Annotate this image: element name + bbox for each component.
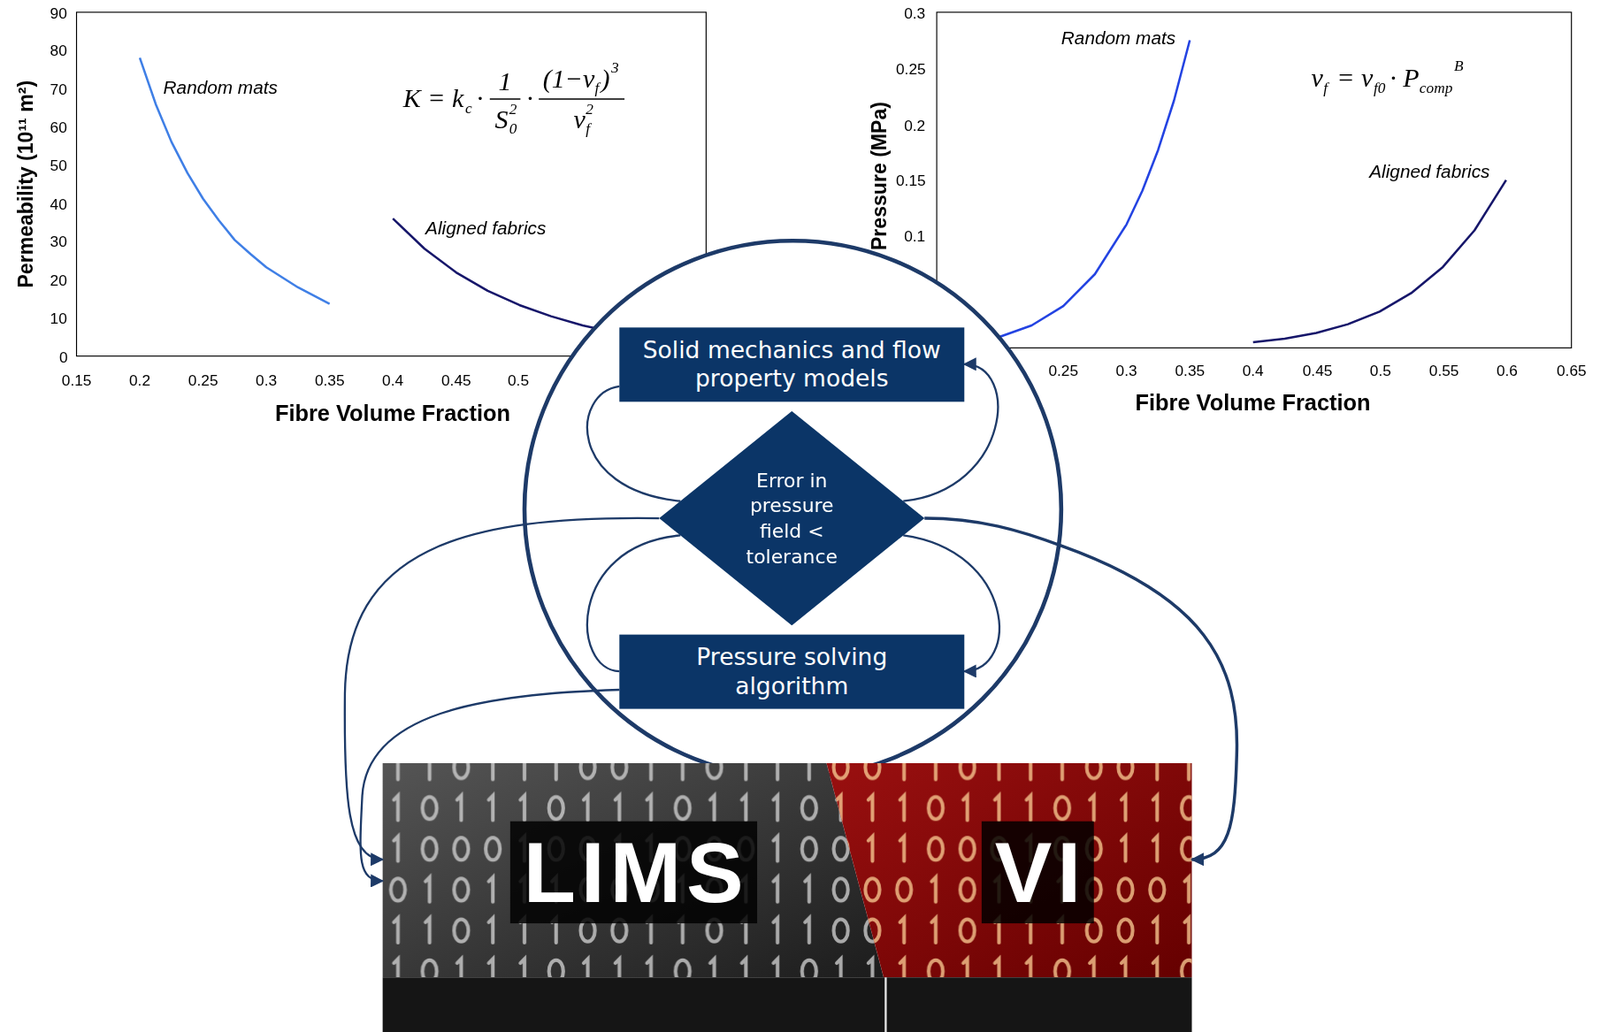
formula-text: B [1454,57,1464,73]
diamond-shape [658,411,925,626]
tick-label: 50 [50,156,68,175]
software-panel: VI [842,763,1193,978]
random-mats-curve [1000,39,1191,337]
vi-panel-background [826,763,1192,978]
formula-text: K = k [403,85,465,113]
binary-texture [382,763,884,978]
series-label: Aligned fabrics [425,217,546,239]
tick-label: 0.45 [1302,360,1333,379]
binary-texture [826,763,1192,978]
plot-frame [76,12,707,357]
formula-text: 3 [611,59,620,75]
panel-divider [884,977,887,1032]
axis-title: Fibre Volume Fraction [1134,389,1371,415]
tick-label: 0.65 [1556,360,1587,379]
node-text: Pressure solving algorithm [638,643,945,701]
process-box: Pressure solving algorithm [619,635,965,709]
formula-text: 0 [509,121,518,137]
series-label: Aligned fabrics [1369,160,1490,183]
tick-label: 40 [50,194,68,213]
tick-label: 60 [50,118,68,137]
tick-label: 0.25 [895,59,927,77]
tick-label: 0.55 [1429,360,1460,379]
series-label: Random mats [1061,27,1176,49]
formula-text: = v [1336,65,1373,92]
formula-text: · P [1389,65,1419,92]
tick-label: 70 [50,80,68,99]
tick-label: 0.15 [61,370,92,389]
tick-label: 0.5 [507,370,529,389]
plot-frame [936,12,1572,349]
process-box: Solid mechanics and flow property models [619,327,965,401]
tick-label: 0.6 [1496,360,1518,379]
tick-label: 0.3 [255,370,277,389]
formula-text: comp [1419,80,1453,96]
tick-label: 0.5 [1370,360,1392,379]
fraction-bar [538,98,625,100]
tick-label: 0.35 [1174,360,1205,379]
tick-label: 0.4 [1242,360,1264,379]
formula-text: f [1323,80,1328,96]
tick-label: 0.45 [441,370,472,389]
panel-title: LIMS [510,821,758,924]
random-mats-curve [139,57,330,304]
node-text: Error in pressure field < tolerance [741,467,843,569]
tick-label: 0.15 [895,170,927,189]
aligned-fabrics-curve [1253,180,1507,343]
formula-text: · [526,85,533,113]
connector-arrow [924,518,1237,860]
tick-label: 90 [50,3,68,22]
tick-label: 0.2 [129,370,151,389]
formula-text: v [573,107,585,134]
panel-band [382,977,1193,1032]
formula-text: v [1311,65,1324,92]
formula-text: 1 [498,68,513,95]
tick-label: 0.2 [903,115,926,134]
formula-text: c [465,100,473,116]
formula-text: f [595,80,600,96]
tick-label: 0.1 [903,227,926,245]
formula-text: f [585,121,590,137]
formula-text: 2 [509,101,518,117]
formula-text: 2 [585,101,594,117]
tick-label: 0.25 [1048,360,1079,379]
formula-text: S [495,107,509,134]
tick-label: 10 [50,309,68,328]
formula-text: ) [601,66,611,93]
formula-text: (1−v [543,66,596,93]
tick-label: 80 [50,41,68,60]
tick-label: 30 [50,232,68,251]
tick-label: 0.25 [188,370,219,389]
tick-label: 0.3 [903,3,926,22]
tick-label: 0.35 [314,370,345,389]
series-label: Random mats [163,76,278,99]
node-text: Solid mechanics and flow property models [638,336,945,394]
axis-title: Fibre Volume Fraction [275,400,511,427]
tick-label: 0.3 [1116,360,1138,379]
formula-text: f0 [1373,80,1386,96]
connector-arrow [587,386,681,502]
lims-panel-background [382,763,884,978]
connector-arrow [344,518,660,860]
fraction-bar [489,98,521,100]
tick-label: 0 [59,347,69,366]
decision-diamond: Error in pressure field < tolerance [658,411,925,626]
software-panel: LIMS [382,763,843,978]
formula-text: · [476,85,483,113]
process-circle [524,240,1062,778]
axis-title: Pressure (MPa) [867,100,892,250]
tick-label: 20 [50,270,68,289]
axis-title: Permeability (10¹¹ m²) [14,79,39,288]
panel-title: VI [981,821,1095,924]
tick-label: 0.4 [382,370,404,389]
